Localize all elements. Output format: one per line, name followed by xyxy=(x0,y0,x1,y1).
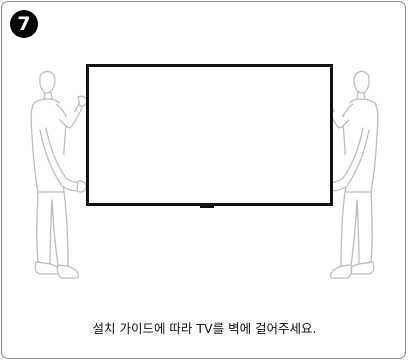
left-person-figure xyxy=(30,70,88,279)
tv-logo-strip xyxy=(200,205,214,208)
tv-panel xyxy=(86,64,333,208)
step-number-badge: 7 xyxy=(10,10,38,38)
instruction-caption: 설치 가이드에 따라 TV를 벽에 걸어주세요. xyxy=(92,321,317,336)
